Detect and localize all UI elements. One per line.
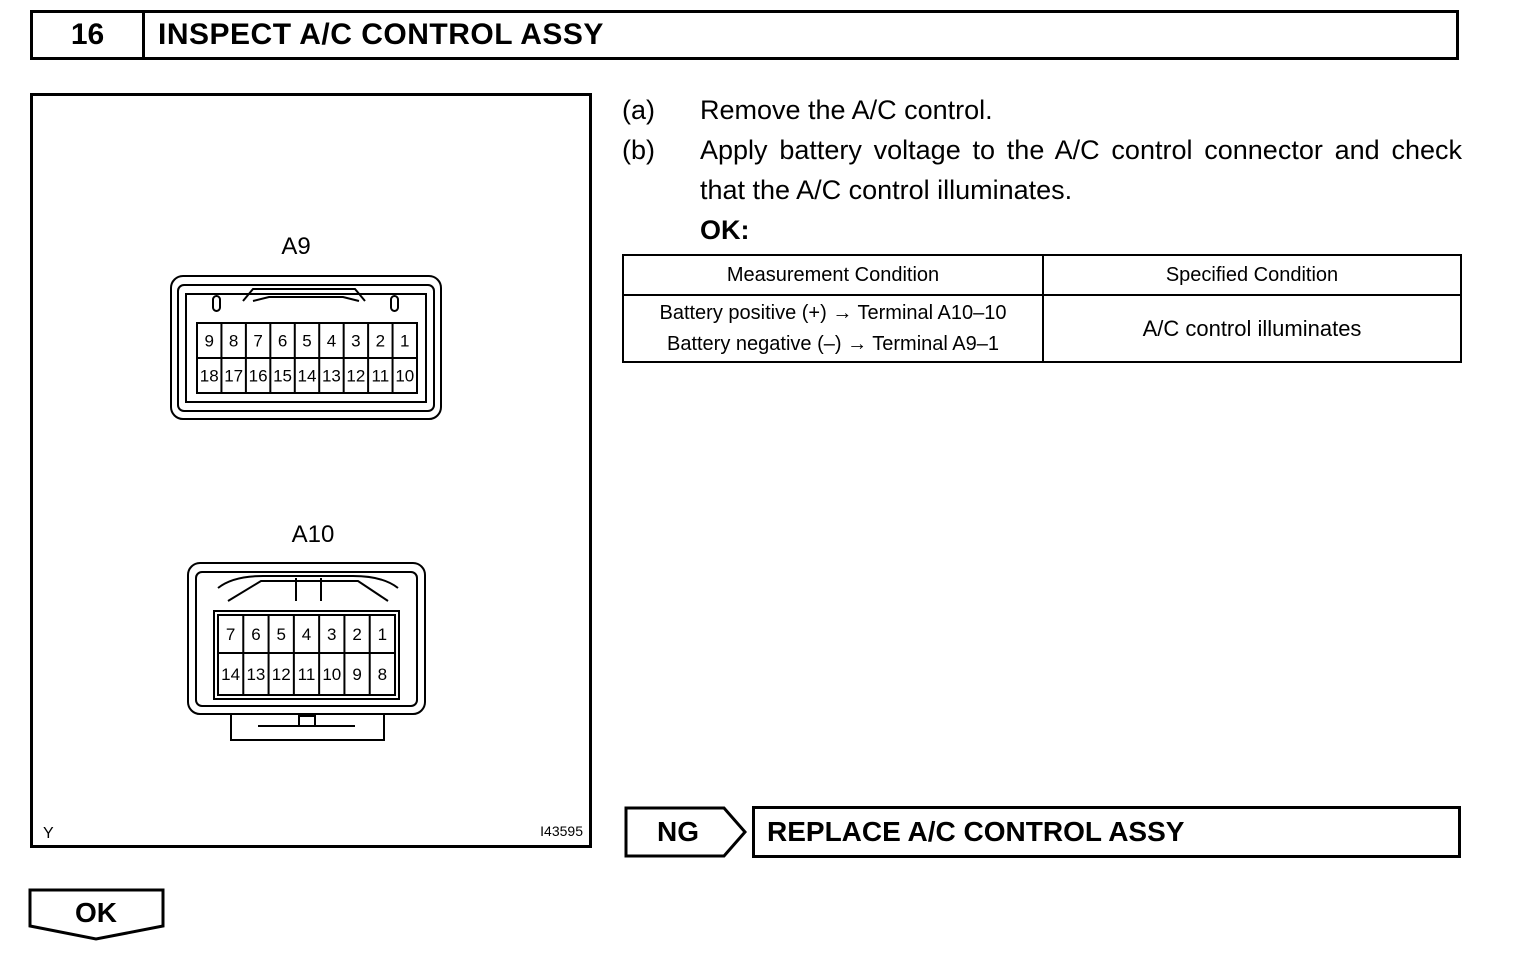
a10-terminal-4: 4 bbox=[302, 625, 311, 644]
a10-terminal-2: 2 bbox=[352, 625, 361, 644]
step-b: (b) Apply battery voltage to the A/C con… bbox=[622, 130, 1462, 210]
a9-terminal-1: 1 bbox=[400, 332, 409, 351]
a10-terminal-11: 11 bbox=[298, 665, 316, 684]
step-letter: (b) bbox=[622, 135, 655, 165]
step-number: 16 bbox=[33, 13, 145, 57]
ok-criteria-label: OK: bbox=[700, 215, 750, 245]
a10-terminal-9: 9 bbox=[352, 665, 361, 684]
a9-terminal-4: 4 bbox=[327, 332, 336, 351]
a9-terminal-12: 12 bbox=[346, 367, 365, 386]
ok-arrow-icon bbox=[28, 888, 165, 941]
condition-line: Battery positive (+) → Terminal A10–10 bbox=[659, 301, 1007, 324]
procedure-steps: (a) Remove the A/C control. (b) Apply ba… bbox=[622, 90, 1462, 250]
connector-a9-label: A9 bbox=[281, 233, 310, 260]
a10-terminal-12: 12 bbox=[272, 665, 291, 684]
a10-terminal-1: 1 bbox=[378, 625, 387, 644]
step-letter: (a) bbox=[622, 95, 655, 125]
a9-terminal-17: 17 bbox=[224, 367, 243, 386]
a9-terminal-10: 10 bbox=[395, 367, 414, 386]
a9-terminal-2: 2 bbox=[376, 332, 385, 351]
step-a: (a) Remove the A/C control. bbox=[622, 90, 1462, 130]
a9-terminal-13: 13 bbox=[322, 367, 341, 386]
connector-a10-label: A10 bbox=[292, 521, 335, 548]
a10-terminal-3: 3 bbox=[327, 625, 336, 644]
table-row: Battery positive (+) → Terminal A10–10 B… bbox=[622, 294, 1462, 363]
a9-terminal-16: 16 bbox=[249, 367, 268, 386]
a9-terminal-5: 5 bbox=[302, 332, 311, 351]
specification-table: Measurement Condition Specified Conditio… bbox=[622, 254, 1462, 363]
ng-arrow-icon bbox=[624, 806, 747, 858]
a9-terminal-15: 15 bbox=[273, 367, 292, 386]
figure-corner-code: Y bbox=[43, 825, 54, 842]
a10-terminal-7: 7 bbox=[226, 625, 235, 644]
a9-terminal-14: 14 bbox=[298, 367, 317, 386]
condition-line: Battery negative (–) → Terminal A9–1 bbox=[666, 332, 1000, 355]
ng-label: NG bbox=[657, 816, 699, 847]
procedure-title: INSPECT A/C CONTROL ASSY bbox=[158, 18, 604, 51]
a9-terminal-9: 9 bbox=[204, 332, 213, 351]
ng-action-box: REPLACE A/C CONTROL ASSY bbox=[752, 806, 1461, 858]
step-text: Remove the A/C control. bbox=[700, 95, 993, 125]
step-text: Apply battery voltage to the A/C control… bbox=[700, 135, 1462, 205]
table-header-row: Measurement Condition Specified Conditio… bbox=[622, 254, 1462, 296]
a10-terminal-6: 6 bbox=[251, 625, 260, 644]
procedure-header: 16 INSPECT A/C CONTROL ASSY bbox=[30, 10, 1459, 60]
a10-terminal-13: 13 bbox=[246, 665, 265, 684]
a10-terminal-8: 8 bbox=[378, 665, 387, 684]
a10-terminal-14: 14 bbox=[221, 665, 240, 684]
column-header: Specified Condition bbox=[1042, 254, 1462, 296]
a9-terminal-8: 8 bbox=[229, 332, 238, 351]
measurement-condition-cell: Battery positive (+) → Terminal A10–10 B… bbox=[622, 294, 1044, 363]
a10-terminal-5: 5 bbox=[276, 625, 285, 644]
specified-condition-cell: A/C control illuminates bbox=[1042, 294, 1462, 363]
column-header: Measurement Condition bbox=[622, 254, 1044, 296]
a9-terminal-11: 11 bbox=[372, 367, 390, 386]
a10-terminal-10: 10 bbox=[322, 665, 341, 684]
ok-label: OK bbox=[75, 897, 117, 928]
a9-terminal-6: 6 bbox=[278, 332, 287, 351]
figure-id: I43595 bbox=[540, 823, 583, 839]
a9-terminal-3: 3 bbox=[351, 332, 360, 351]
a9-terminal-7: 7 bbox=[253, 332, 262, 351]
a9-terminal-18: 18 bbox=[200, 367, 219, 386]
